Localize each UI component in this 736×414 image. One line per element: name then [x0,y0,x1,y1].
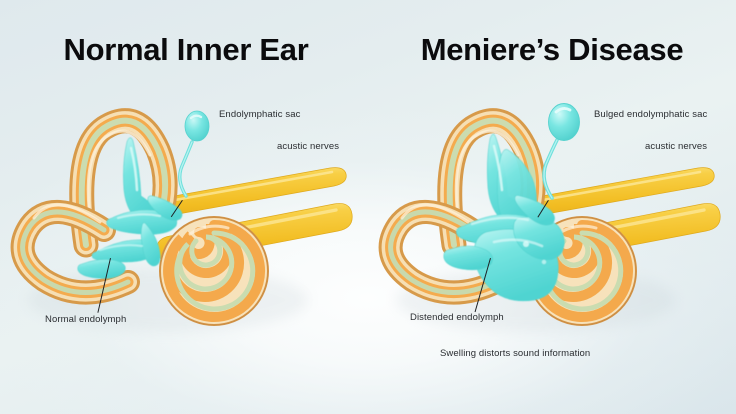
cochlea-normal [159,216,269,326]
label-acustic-nerves-normal: acustic nerves [277,141,340,152]
endolymph-distended [443,133,565,302]
lateral-semicircular-canal-meniere [378,200,508,305]
label-normal-endolymph: Normal endolymph [45,314,127,325]
label-distended-endolymph: Distended endolymph [410,312,504,323]
anatomy-art-meniere [368,0,736,414]
label-swelling-note: Swelling distorts sound information [440,348,591,359]
panel-title-meniere: Meniere’s Disease [420,32,684,67]
panel-normal-inner-ear: Normal Inner Ear [10,32,353,332]
anatomy-art-normal [10,108,353,332]
label-bulged-endolymphatic-sac: Bulged endolymphatic sac [594,109,708,120]
endolymphatic-sac-normal [178,110,210,198]
lateral-semicircular-canal-normal [10,200,140,305]
label-endolymphatic-sac-normal: Endolymphatic sac [219,109,301,120]
label-acustic-nerves-meniere: acustic nerves [645,141,708,152]
endolymphatic-sac-bulged [542,103,580,200]
panel-title-normal: Normal Inner Ear [63,32,309,67]
superior-semicircular-canal-meniere [437,108,546,258]
panel-meniere-disease: Meniere’s Disease [368,0,736,414]
superior-semicircular-canal-normal [69,108,178,258]
